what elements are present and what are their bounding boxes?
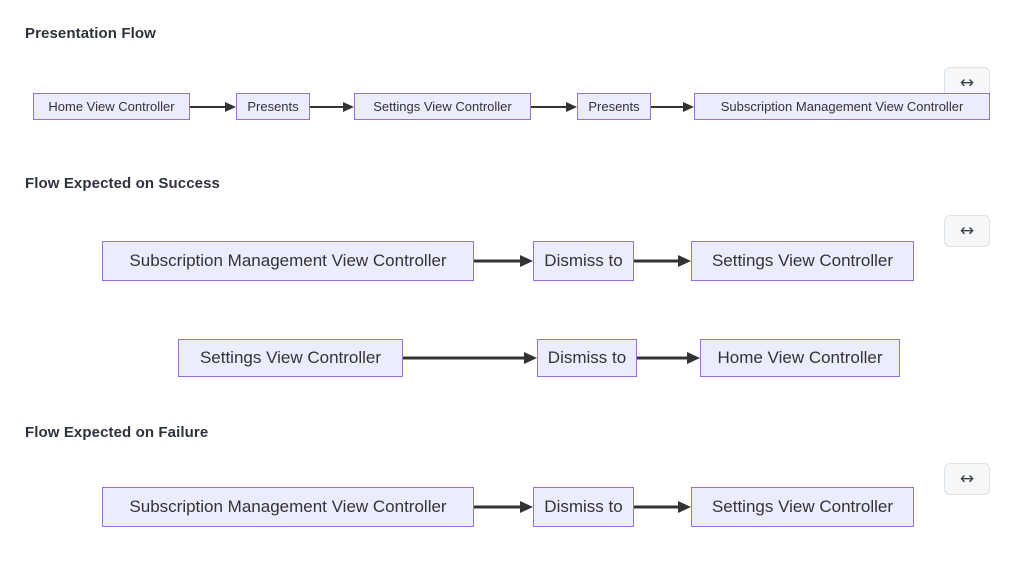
flow-arrow bbox=[403, 339, 537, 377]
section-heading-flow-expected-on-success: Flow Expected on Success bbox=[25, 175, 220, 192]
flow-node: Subscription Management View Controller bbox=[102, 241, 474, 281]
diagram-flow-expected-on-success: ↔ Subscription Management View Controlle… bbox=[0, 205, 1023, 400]
flow-node: Home View Controller bbox=[33, 93, 190, 120]
flow-arrow bbox=[310, 93, 354, 120]
flow-row: Settings View Controller Dismiss to Home… bbox=[178, 339, 900, 377]
fit-width-button[interactable]: ↔ bbox=[944, 463, 990, 495]
flow-row: Home View Controller Presents Settings V… bbox=[33, 93, 990, 120]
flow-node: Settings View Controller bbox=[354, 93, 531, 120]
flow-row: Subscription Management View Controller … bbox=[102, 487, 914, 527]
flow-node: Dismiss to bbox=[537, 339, 637, 377]
diagram-presentation-flow: ↔ Home View Controller Presents Settings… bbox=[0, 60, 1023, 145]
flow-arrow bbox=[634, 487, 691, 527]
flow-arrow bbox=[474, 241, 533, 281]
diagram-flow-expected-on-failure: ↔ Subscription Management View Controlle… bbox=[0, 450, 1023, 563]
arrows-horizontal-icon: ↔ bbox=[959, 220, 975, 241]
flow-arrow bbox=[531, 93, 577, 120]
flow-node: Settings View Controller bbox=[691, 241, 914, 281]
flow-arrow bbox=[651, 93, 694, 120]
flow-node: Home View Controller bbox=[700, 339, 900, 377]
arrows-horizontal-icon: ↔ bbox=[959, 468, 975, 489]
section-heading-flow-expected-on-failure: Flow Expected on Failure bbox=[25, 424, 209, 441]
flow-node: Settings View Controller bbox=[178, 339, 403, 377]
flow-arrow bbox=[190, 93, 236, 120]
flow-node: Settings View Controller bbox=[691, 487, 914, 527]
flow-node: Subscription Management View Controller bbox=[694, 93, 990, 120]
flow-node: Dismiss to bbox=[533, 241, 634, 281]
flow-row: Subscription Management View Controller … bbox=[102, 241, 914, 281]
flow-node: Dismiss to bbox=[533, 487, 634, 527]
fit-width-button[interactable]: ↔ bbox=[944, 215, 990, 247]
flow-arrow bbox=[474, 487, 533, 527]
flow-node: Presents bbox=[236, 93, 310, 120]
section-heading-presentation-flow: Presentation Flow bbox=[25, 25, 156, 42]
flow-node: Presents bbox=[577, 93, 651, 120]
flow-arrow bbox=[637, 339, 700, 377]
arrows-horizontal-icon: ↔ bbox=[959, 72, 975, 93]
flow-node: Subscription Management View Controller bbox=[102, 487, 474, 527]
flow-arrow bbox=[634, 241, 691, 281]
